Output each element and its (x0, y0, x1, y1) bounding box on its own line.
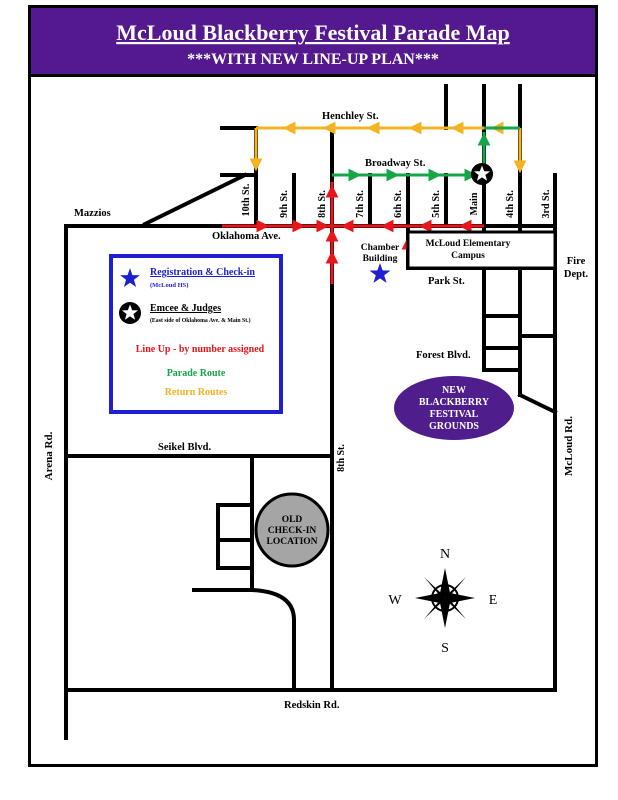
label-seikel: Seikel Blvd. (158, 442, 211, 453)
compass-e: E (489, 593, 498, 608)
svg-text:CHECK-IN: CHECK-IN (268, 526, 317, 536)
legend-registration: Registration & Check-in (150, 267, 255, 278)
compass-n: N (440, 547, 450, 562)
fire-label-2: Dept. (564, 269, 589, 280)
svg-text:BLACKBERRY: BLACKBERRY (419, 397, 490, 408)
compass-w: W (388, 593, 402, 608)
svg-text:LOCATION: LOCATION (266, 537, 317, 547)
legend-registration-star (120, 268, 140, 287)
label-sixth: 6th St. (393, 190, 404, 218)
label-third: 3rd St. (541, 189, 552, 218)
label-mazzios: Mazzios (74, 208, 111, 219)
label-redskin: Redskin Rd. (284, 700, 340, 711)
legend-emcee-star (121, 304, 139, 320)
chamber-label-2: Building (363, 254, 398, 264)
label-ninth: 9th St. (279, 190, 290, 218)
label-tenth: 10th St. (241, 183, 252, 216)
label-eighth: 8th St. (317, 190, 328, 218)
label-park: Park St. (428, 276, 465, 287)
old-checkin-location: OLD CHECK-IN LOCATION (254, 492, 330, 568)
registration-star-map (369, 263, 391, 283)
svg-text:NEW: NEW (442, 385, 466, 396)
chamber-label-1: Chamber (361, 243, 400, 253)
label-eighth-south: 8th St. (336, 444, 347, 472)
label-fourth: 4th St. (505, 190, 516, 218)
label-henchley: Henchley St. (322, 111, 379, 122)
svg-text:FESTIVAL: FESTIVAL (430, 409, 479, 420)
label-mcloud: McLoud Rd. (563, 416, 575, 476)
legend-emcee-note: (East side of Oklahoma Ave. & Main St.) (150, 317, 251, 324)
school-campus (406, 230, 557, 270)
svg-text:GROUNDS: GROUNDS (429, 421, 479, 432)
school-label-2: Campus (451, 251, 485, 261)
school-label-1: McLoud Elementary (426, 239, 511, 249)
compass-rose: N S W E (388, 547, 497, 656)
legend-emcee: Emcee & Judges (150, 303, 221, 314)
page-subtitle: ***WITH NEW LINE-UP PLAN*** (187, 51, 439, 68)
mazzios-road (142, 172, 248, 227)
legend: Registration & Check-in (McLoud HS) Emce… (109, 254, 283, 414)
legend-parade: Parade Route (167, 368, 226, 379)
compass-s: S (441, 641, 449, 656)
legend-returns: Return Routes (165, 387, 228, 398)
label-forest: Forest Blvd. (416, 350, 471, 361)
label-fifth: 5th St. (431, 190, 442, 218)
legend-lineup: Line Up - by number assigned (136, 344, 265, 355)
label-broadway: Broadway St. (365, 158, 426, 169)
label-arena: Arena Rd. (43, 431, 55, 480)
emcee-marker (471, 163, 493, 185)
new-festival-grounds: NEW BLACKBERRY FESTIVAL GROUNDS (394, 376, 514, 440)
label-main: Main (469, 192, 480, 215)
title-banner (28, 5, 598, 77)
label-oklahoma: Oklahoma Ave. (212, 231, 281, 242)
fire-label-1: Fire (567, 256, 586, 267)
legend-registration-note: (McLoud HS) (150, 282, 188, 289)
svg-text:OLD: OLD (282, 515, 303, 525)
page-title: McLoud Blackberry Festival Parade Map (116, 20, 510, 45)
return-routes (249, 121, 527, 174)
label-seventh: 7th St. (355, 190, 366, 218)
